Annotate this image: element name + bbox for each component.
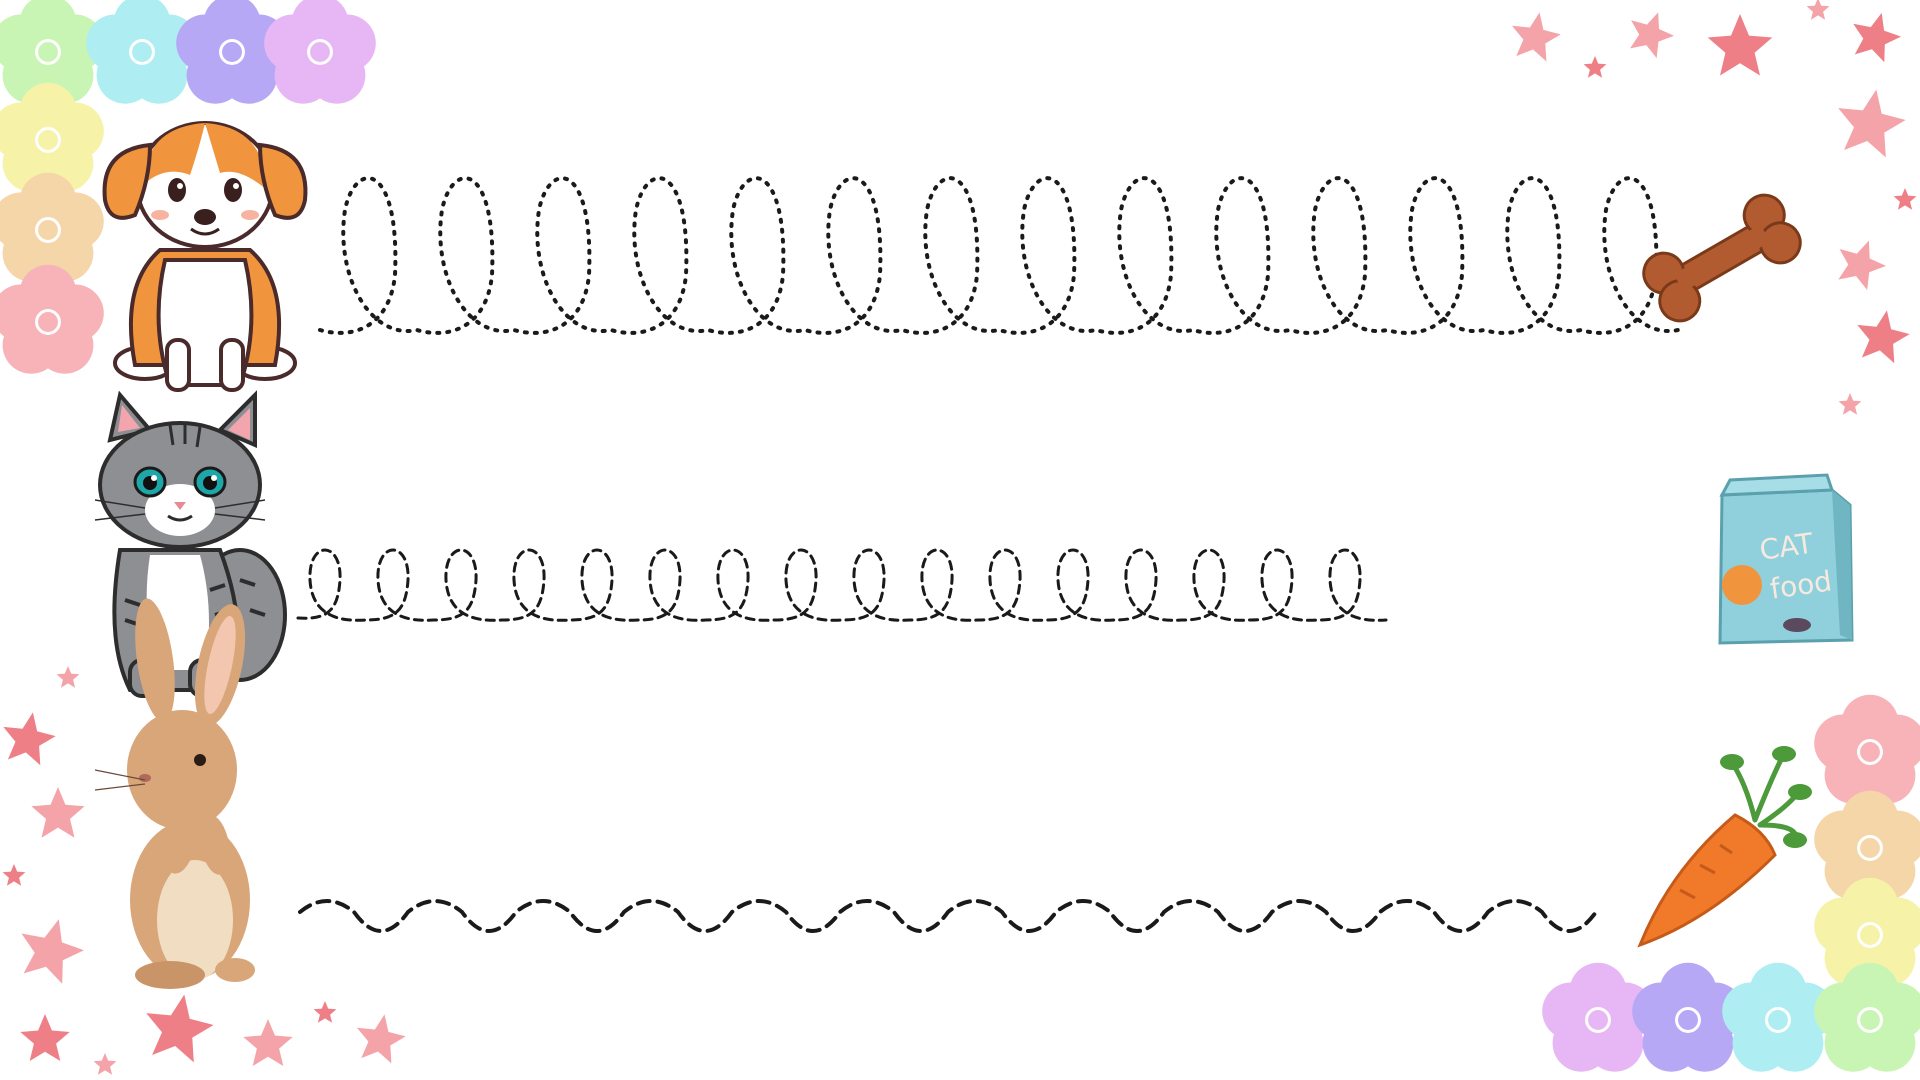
star-icon <box>1583 56 1607 78</box>
star-icon <box>1893 188 1917 210</box>
flower-icon <box>1814 694 1920 804</box>
carrot-icon <box>1637 746 1812 948</box>
cat-food-label-top: CAT <box>1757 527 1816 567</box>
star-icon <box>20 1014 70 1061</box>
flower-icon <box>1814 877 1920 987</box>
flower-icon <box>264 0 376 104</box>
star-icon <box>1630 12 1674 59</box>
star-icon <box>56 666 80 688</box>
flower-icon <box>0 264 104 374</box>
star-icon <box>313 1001 337 1023</box>
star-icon <box>1853 12 1901 63</box>
cat-food-bag-icon: CAT food <box>1718 473 1854 645</box>
flower-icon <box>0 82 104 192</box>
flower-icon <box>86 0 198 104</box>
flower-icon <box>1722 962 1834 1072</box>
bone-icon <box>1642 193 1802 323</box>
star-icon <box>1838 240 1886 290</box>
star-icon <box>93 1053 117 1075</box>
star-icon <box>357 1014 406 1064</box>
trace-path-large-loops[interactable] <box>318 176 1680 335</box>
trace-path-small-loops[interactable] <box>296 548 1388 622</box>
flower-icon <box>1814 790 1920 900</box>
trace-path-waves[interactable] <box>298 899 1598 933</box>
flower-icon <box>0 172 104 282</box>
star-icon <box>1838 393 1862 415</box>
star-icon <box>1512 12 1561 62</box>
rabbit-icon <box>94 598 255 989</box>
flower-icon <box>0 0 104 104</box>
star-icon <box>1857 310 1910 364</box>
flower-icon <box>176 0 288 104</box>
dog-icon <box>102 121 308 392</box>
star-icon <box>1707 14 1773 76</box>
star-icon <box>31 787 85 838</box>
star-icon <box>243 1019 293 1066</box>
star-icon <box>3 712 56 766</box>
star-icon <box>1838 89 1906 158</box>
star-icon <box>21 919 84 984</box>
star-icon <box>2 864 26 886</box>
star-icon <box>146 994 214 1063</box>
star-icon <box>1806 0 1830 20</box>
flower-icon <box>1814 962 1920 1072</box>
